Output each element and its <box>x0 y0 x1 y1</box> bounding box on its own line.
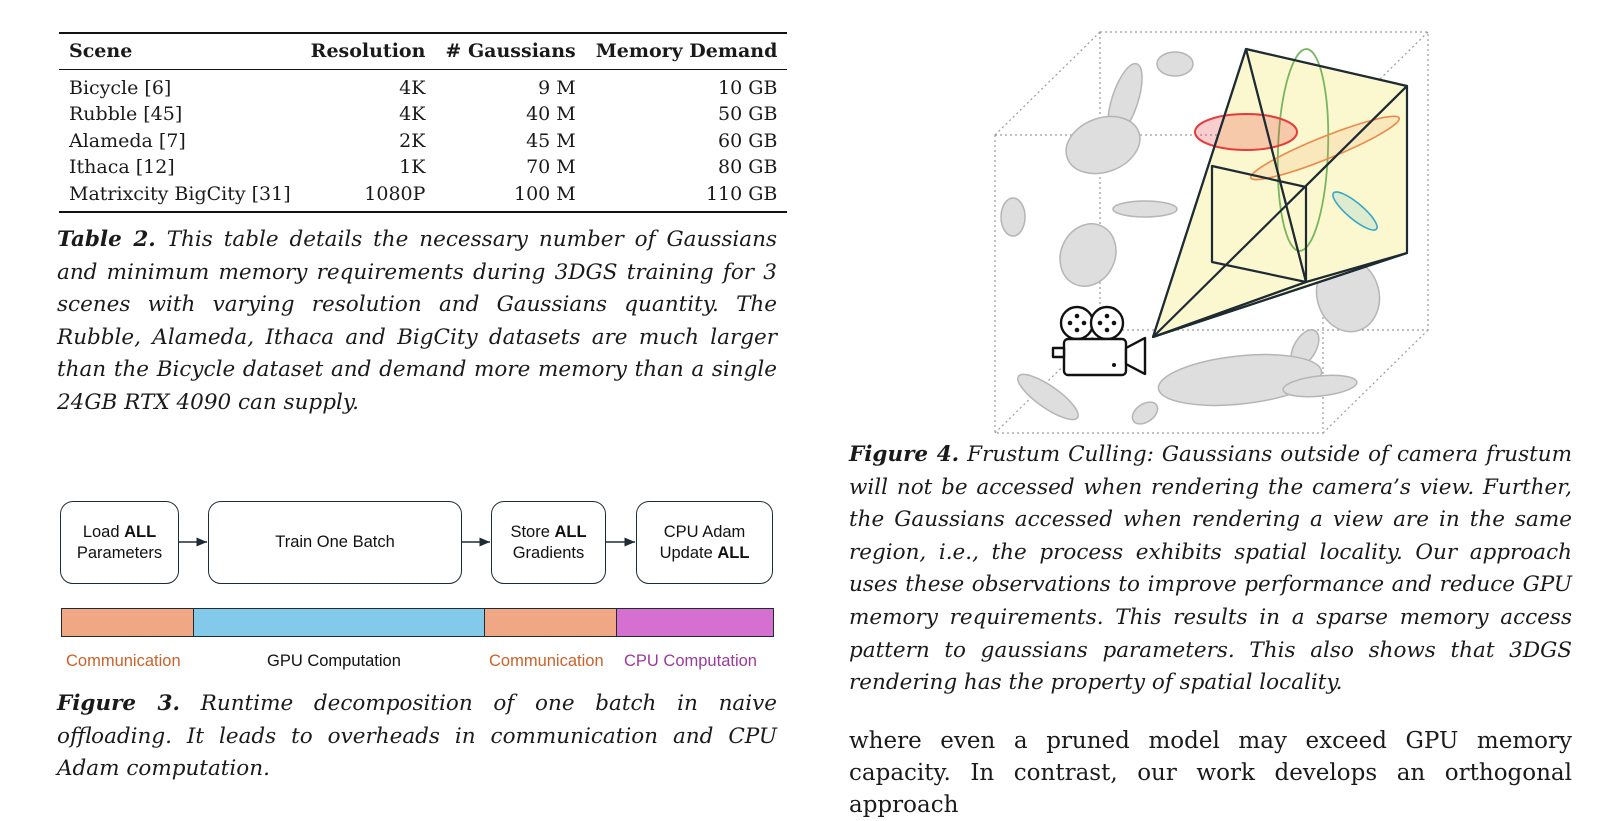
figure-4-frustum-diagram <box>994 31 1429 434</box>
cell-scene: Rubble [45] <box>69 103 183 125</box>
table-row: Bicycle [6] 4K 9 M 10 GB <box>59 69 787 101</box>
cell-resolution: 4K <box>399 76 426 99</box>
cell-gaussians: 45 M <box>526 129 576 152</box>
table-row: Rubble [45] 4K 40 M 50 GB <box>59 101 787 128</box>
cell-memory: 80 GB <box>718 156 778 178</box>
gpu-computation-segment <box>193 608 485 637</box>
table-2: Scene Resolution # Gaussians Memory Dema… <box>59 32 788 213</box>
orange-gaussian <box>1249 115 1401 181</box>
gaussians-outside-frustum <box>1000 51 1381 425</box>
table-row: Alameda [7] 2K 45 M 60 GB <box>59 128 787 155</box>
gpu-computation-label: GPU Computation <box>267 652 401 670</box>
gray-gaussian <box>1065 115 1141 175</box>
cell-scene: Matrixcity BigCity [31] <box>59 180 301 213</box>
caption-text: This table details the necessary number … <box>57 227 777 415</box>
box-text: Train One Batch <box>275 533 395 551</box>
caption-text: Frustum Culling: Gaussians outside of ca… <box>849 442 1572 696</box>
box-text-bold: ALL <box>124 522 157 541</box>
movie-camera-icon <box>1051 305 1147 377</box>
cell-resolution: 1K <box>399 156 426 178</box>
cell-scene: Bicycle [6] <box>69 76 172 99</box>
green-gaussian <box>1276 48 1330 252</box>
box-text: Load <box>82 522 125 541</box>
gray-gaussian <box>1157 353 1323 407</box>
caption-label: Figure 3. <box>57 691 180 716</box>
cell-scene: Ithaca [12] <box>69 156 175 178</box>
load-all-parameters-box: Load ALL Parameters <box>60 501 179 584</box>
header-scene: Scene <box>59 32 301 70</box>
cell-scene: Alameda [7] <box>69 129 186 152</box>
communication-segment <box>61 608 194 637</box>
store-all-gradients-box: Store ALL Gradients <box>491 501 606 584</box>
cpu-computation-segment <box>616 608 774 637</box>
table-2-caption: Table 2. This table details the necessar… <box>57 224 777 420</box>
cell-gaussians: 9 M <box>538 76 576 99</box>
box-text-bold: ALL <box>554 522 587 541</box>
figure-4-caption: Figure 4. Frustum Culling: Gaussians out… <box>849 439 1572 700</box>
cell-gaussians: 100 M <box>435 180 586 213</box>
cell-memory: 110 GB <box>585 180 788 213</box>
cell-resolution: 1080P <box>300 180 436 213</box>
caption-label: Figure 4. <box>849 442 960 467</box>
cell-memory: 50 GB <box>718 103 778 125</box>
header-memory-demand: Memory Demand <box>585 32 788 70</box>
box-text: Parameters <box>76 543 163 562</box>
body-paragraph: where even a pruned model may exceed GPU… <box>849 728 1572 818</box>
cell-memory: 10 GB <box>718 76 778 99</box>
cell-gaussians: 70 M <box>526 156 576 178</box>
box-text: Gradients <box>512 543 585 562</box>
cyan-gaussian <box>1332 191 1378 231</box>
train-one-batch-box: Train One Batch <box>208 501 462 584</box>
cell-resolution: 2K <box>399 129 426 152</box>
gray-gaussian <box>1282 374 1358 398</box>
box-text-bold: ALL <box>717 543 750 562</box>
red-gaussian <box>1194 113 1298 151</box>
communication-label: Communication <box>66 652 181 670</box>
communication-segment <box>484 608 617 637</box>
gray-gaussian <box>1000 197 1026 237</box>
header-gaussians: # Gaussians <box>435 32 586 70</box>
gray-gaussian <box>1112 200 1178 218</box>
table-row: Ithaca [12] 1K 70 M 80 GB <box>59 154 787 181</box>
cell-memory: 60 GB <box>718 129 778 152</box>
frustum-edges <box>1151 47 1409 339</box>
cell-resolution: 4K <box>399 103 426 125</box>
cpu-computation-label: CPU Computation <box>624 652 757 670</box>
table-row: Matrixcity BigCity [31] 1080P 100 M 110 … <box>59 180 788 213</box>
header-resolution: Resolution <box>300 32 436 70</box>
box-text: Update <box>659 543 718 562</box>
gray-gaussian <box>1131 401 1159 425</box>
box-text: CPU Adam <box>663 522 746 541</box>
caption-text: Runtime decomposition of one batch in na… <box>57 691 777 782</box>
gray-gaussian <box>1059 223 1117 287</box>
caption-label: Table 2. <box>57 227 156 252</box>
figure-3-caption: Figure 3. Runtime decomposition of one b… <box>57 688 777 786</box>
communication-label: Communication <box>489 652 604 670</box>
box-text: Store <box>510 522 555 541</box>
gray-gaussian <box>1017 373 1079 421</box>
table-header-row: Scene Resolution # Gaussians Memory Dema… <box>59 32 788 70</box>
gray-gaussian <box>1156 51 1194 77</box>
cell-gaussians: 40 M <box>526 103 576 125</box>
